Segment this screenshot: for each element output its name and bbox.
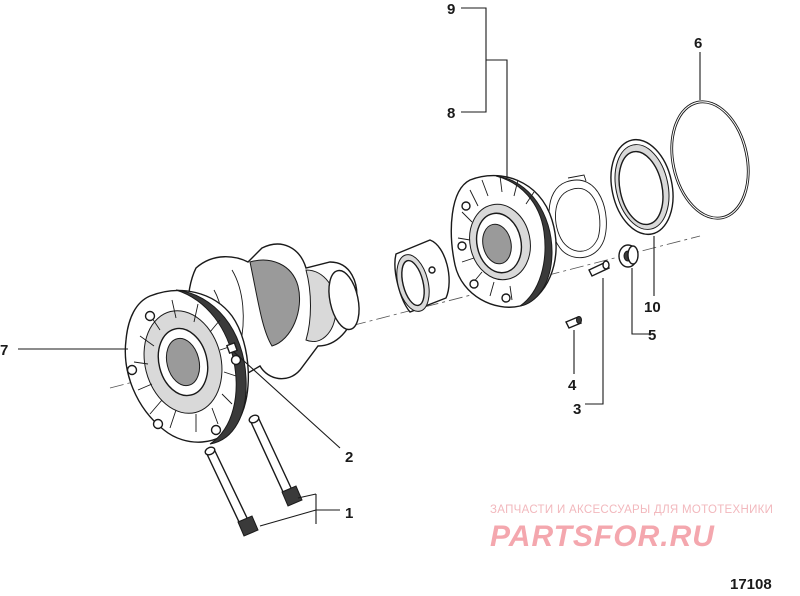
callout-4: 4 [568, 377, 577, 394]
callout-6: 6 [694, 35, 702, 52]
callout-3: 3 [573, 401, 581, 418]
part-5-washer[interactable] [618, 244, 639, 268]
leader-lines [18, 7, 701, 527]
bearing-sleeve [394, 239, 450, 313]
callout-5: 5 [648, 327, 656, 344]
part-6-o-ring[interactable] [660, 93, 759, 226]
callout-2: 2 [345, 449, 353, 466]
part-8-9-bearing-carrier[interactable] [450, 174, 557, 308]
figure-id: 17108 [730, 576, 772, 593]
part-3-pin[interactable] [588, 260, 610, 277]
callout-7: 7 [0, 342, 8, 359]
watermark-subtitle: ЗАПЧАСТИ И АКСЕССУАРЫ ДЛЯ МОТОТЕХНИКИ [490, 504, 773, 516]
callout-10: 10 [644, 299, 661, 316]
part-4-pin[interactable] [565, 316, 582, 329]
callout-8: 8 [447, 105, 455, 122]
part-7-end-cover[interactable] [124, 289, 250, 445]
partsfor-watermark-logo: ЗАПЧАСТИ И АКСЕССУАРЫ ДЛЯ МОТОТЕХНИКИ PA… [490, 504, 773, 553]
part-10-seal-ring[interactable] [603, 134, 682, 240]
watermark-brand: PARTSFOR.RU [490, 520, 715, 553]
part-1-bolt-right[interactable] [248, 414, 303, 507]
gasket [548, 174, 607, 259]
part-1-bolt-left[interactable] [204, 446, 259, 537]
callout-1: 1 [345, 505, 353, 522]
callout-9: 9 [447, 1, 455, 18]
